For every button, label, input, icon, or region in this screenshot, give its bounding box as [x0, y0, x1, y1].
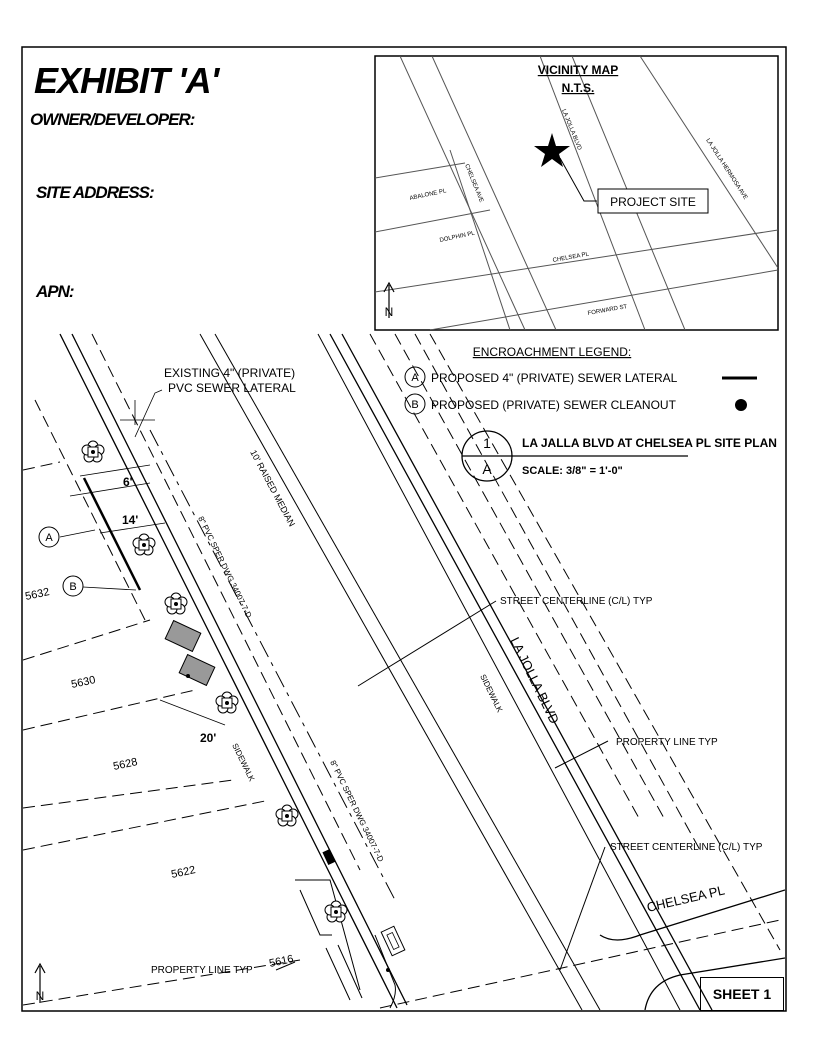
lot-number: 5628 — [112, 756, 138, 773]
lot-number: 5632 — [24, 586, 50, 603]
exhibit-title: EXHIBIT 'A' — [34, 60, 219, 101]
existing-lateral-label-1: EXISTING 4" (PRIVATE) — [164, 366, 295, 380]
dim-14-ft: 14' — [122, 513, 138, 527]
dim-20-ft: 20' — [200, 731, 216, 745]
legend-cleanout-dot-icon — [735, 399, 747, 411]
title-block: 1 A LA JALLA BLVD AT CHELSEA PL SITE PLA… — [461, 430, 777, 482]
tree-icon — [81, 440, 105, 463]
sidewalk-label-right: SIDEWALK — [478, 673, 504, 714]
pvc-main-label-upper: 8" PVC SPER DWG 34007-7-D — [196, 515, 253, 620]
plan-north-arrow-icon: N — [34, 962, 46, 1003]
vicinity-map-frame — [374, 55, 779, 331]
legend-item-sewer-cleanout: PROPOSED (PRIVATE) SEWER CLEANOUT — [431, 398, 677, 412]
title-block-scale: SCALE: 3/8" = 1'-0" — [522, 465, 623, 477]
sheet-number-label: SHEET 1 — [712, 986, 772, 1002]
sidewalk-label-left: SIDEWALK — [230, 742, 256, 783]
legend-title: ENCROACHMENT LEGEND: — [473, 345, 631, 359]
tree-icon — [324, 900, 348, 923]
sheet-number-box: SHEET 1 — [700, 977, 784, 1011]
project-site-label: PROJECT SITE — [610, 195, 696, 209]
pvc-main-label-lower: 8" PVC SPER DWG 34007-7-D — [328, 759, 385, 864]
vicinity-map: VICINITY MAP N.T.S. LA JOLLA BLVD LA JOL… — [374, 55, 779, 331]
property-line-label-left: PROPERTY LINE TYP — [151, 965, 253, 976]
plan-tag-a: A — [45, 532, 53, 544]
utility-box-lower — [178, 653, 216, 687]
title-block-sheet-ref: A — [482, 461, 492, 477]
vm-north-letter: N — [385, 305, 394, 319]
la-jolla-blvd-label: LA JOLLA BLVD — [507, 635, 562, 726]
title-block-name: LA JALLA BLVD AT CHELSEA PL SITE PLAN — [522, 436, 777, 450]
utility-box-upper — [164, 619, 202, 653]
legend-item-sewer-lateral: PROPOSED 4" (PRIVATE) SEWER LATERAL — [431, 371, 678, 385]
tree-icon — [275, 804, 299, 827]
legend-tag-b: B — [411, 399, 418, 411]
existing-lateral-label-2: PVC SEWER LATERAL — [168, 381, 296, 395]
plan-north-letter: N — [36, 989, 45, 1003]
lot-number: 5630 — [70, 674, 96, 691]
legend-tag-a: A — [411, 372, 419, 384]
owner-developer-label: OWNER/DEVELOPER: — [30, 110, 195, 129]
raised-median-label: 10' RAISED MEDIAN — [248, 448, 297, 528]
dim-6-ft: 6' — [123, 475, 133, 489]
vm-north-arrow-icon: N — [383, 281, 395, 319]
apn-label: APN: — [36, 282, 75, 301]
lot-number: 5616 — [268, 953, 294, 970]
property-line-label-right: PROPERTY LINE TYP — [616, 737, 718, 748]
street-centerline-label-lower: STREET CENTERLINE (C/L) TYP — [610, 842, 763, 853]
tree-icon — [164, 592, 188, 615]
tree-icon — [215, 691, 239, 714]
vicinity-map-title: VICINITY MAP — [538, 63, 618, 77]
plan-tag-b: B — [69, 581, 76, 593]
encroachment-legend: ENCROACHMENT LEGEND: A PROPOSED 4" (PRIV… — [404, 345, 757, 415]
project-site-box — [597, 188, 709, 214]
site-address-label: SITE ADDRESS: — [36, 183, 155, 202]
street-centerline-label-upper: STREET CENTERLINE (C/L) TYP — [500, 596, 653, 607]
project-site-star-icon — [534, 133, 570, 167]
chelsea-pl-label: CHELSEA PL — [645, 882, 726, 914]
sheet-border — [21, 46, 787, 1012]
vicinity-map-scale: N.T.S. — [562, 81, 595, 95]
title-block-number: 1 — [483, 435, 491, 451]
lot-number: 5622 — [170, 864, 196, 881]
tree-icon — [132, 533, 156, 556]
